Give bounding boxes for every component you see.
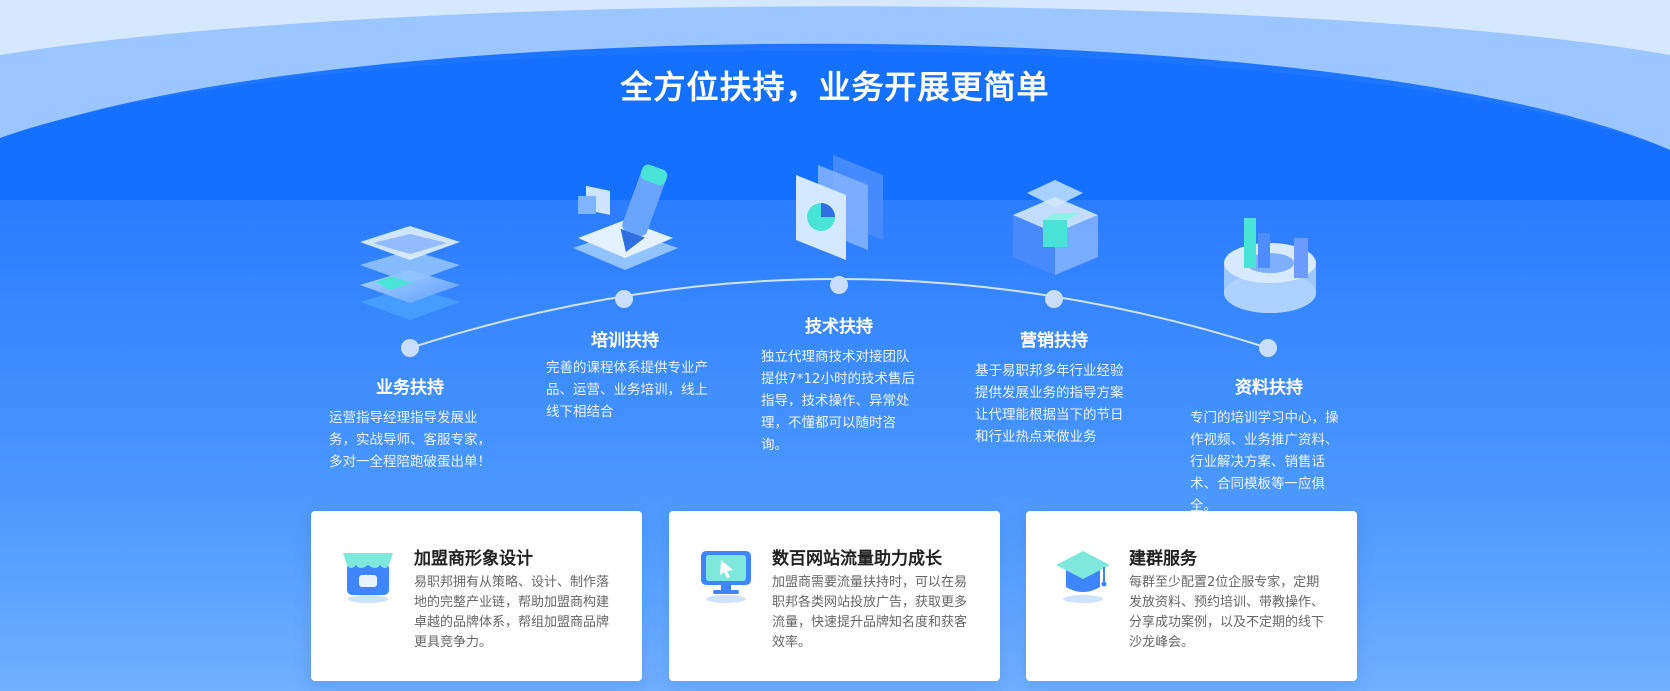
card-title: 加盟商形象设计: [414, 549, 533, 569]
timeline-dot: [1259, 339, 1277, 357]
feature-description: 专门的培训学习中心，操作视频、业务推广资料、行业解决方案、销售话术、合同模板等一…: [1190, 410, 1339, 514]
feature-name: 培训扶持: [591, 331, 659, 351]
card-title: 建群服务: [1129, 549, 1197, 569]
card-description: 加盟商需要流量扶持时，可以在易职邦各类网站投放广告，获取更多流量，快速提升品牌知…: [772, 575, 968, 650]
feature-name: 业务扶持: [376, 378, 444, 398]
feature-description: 独立代理商技术对接团队提供7*12小时的技术售后指导，技术操作、异常处理，不懂都…: [761, 349, 916, 453]
card-title: 数百网站流量助力成长: [772, 549, 942, 569]
monitor-cursor-icon: [701, 551, 751, 603]
timeline-dot: [830, 276, 848, 294]
pencil-board-icon: [573, 164, 678, 270]
card-traffic-growth: 数百网站流量助力成长 加盟商需要流量扶持时，可以在易职邦各类网站投放广告，获取更…: [669, 511, 1000, 681]
card-description: 每群至少配置2位企服专家，定期发放资料、预约培训、带教操作、分享成功案例，以及不…: [1129, 575, 1325, 650]
feature-name: 技术扶持: [805, 317, 873, 337]
header-wave-decoration: [0, 0, 1670, 150]
feature-description: 运营指导经理指导发展业务，实战导师、客服专家，多对一全程陪跑破蛋出单！: [329, 410, 491, 470]
timeline-dot: [401, 339, 419, 357]
card-group-service: 建群服务 每群至少配置2位企服专家，定期发放资料、预约培训、带教操作、分享成功案…: [1026, 511, 1357, 681]
graduation-cap-icon: [1056, 551, 1110, 603]
card-description: 易职邦拥有从策略、设计、制作落地的完整产业链，帮助加盟商构建卓越的品牌体系，帮组…: [414, 575, 610, 650]
ring-chart-icon: [1224, 218, 1316, 313]
document-stack-icon: [796, 155, 883, 260]
section-title: 全方位扶持，业务开展更简单: [620, 68, 1050, 106]
layers-icon: [360, 226, 460, 320]
cube-cross-icon: [1013, 180, 1098, 275]
timeline-dot: [1045, 290, 1063, 308]
feature-description: 基于易职邦多年行业经验提供发展业务的指导方案让代理能根据当下的节日和行业热点来做…: [975, 363, 1124, 445]
timeline-dot: [615, 290, 633, 308]
feature-name: 营销扶持: [1020, 331, 1088, 351]
header-arc-mask: [0, 50, 1670, 200]
feature-description: 完善的课程体系提供专业产品、运营、业务培训，线上线下相结合: [546, 360, 708, 420]
storefront-icon: [343, 553, 393, 603]
card-brand-design: 加盟商形象设计 易职邦拥有从策略、设计、制作落地的完整产业链，帮助加盟商构建卓越…: [311, 511, 642, 681]
feature-name: 资料扶持: [1235, 378, 1303, 398]
